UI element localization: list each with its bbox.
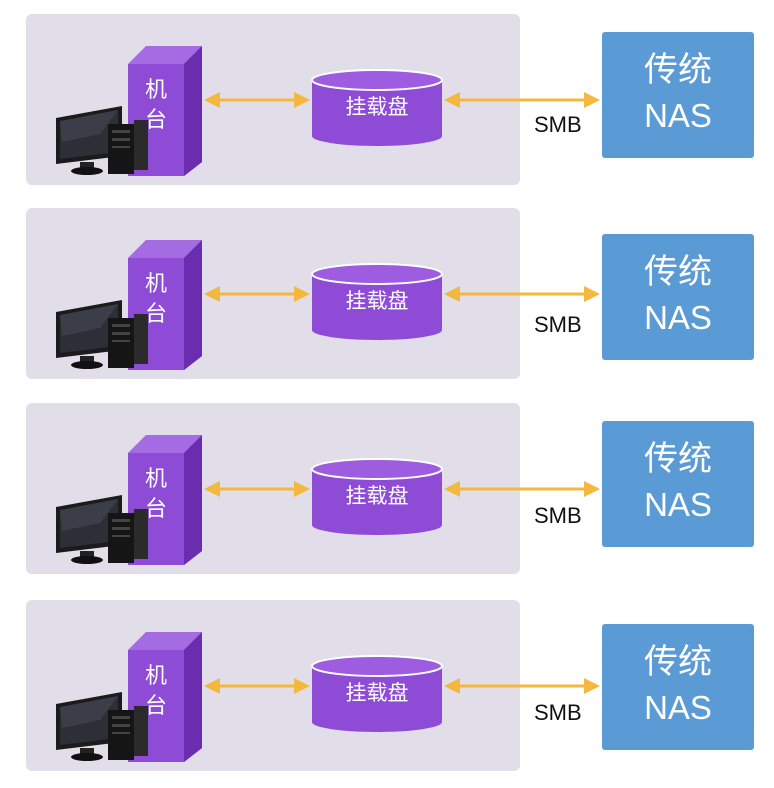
nas-title-line2: NAS bbox=[644, 299, 712, 336]
traditional-nas-box: 传统 NAS bbox=[602, 32, 754, 158]
row-graphics bbox=[56, 46, 600, 176]
bidirectional-arrow-icon bbox=[204, 481, 310, 497]
protocol-label: SMB bbox=[534, 112, 582, 137]
row-graphics bbox=[56, 435, 600, 565]
disk-label: 挂载盘 bbox=[345, 681, 409, 705]
desktop-computer-icon bbox=[56, 106, 148, 175]
disk-label: 挂载盘 bbox=[345, 289, 409, 313]
nas-title-line1: 传统 bbox=[644, 642, 712, 682]
tower-label-text: 机台 bbox=[145, 664, 168, 719]
desktop-computer-icon bbox=[56, 300, 148, 369]
nas-title-line2: NAS bbox=[644, 97, 712, 134]
tower-label: 机台 bbox=[140, 76, 172, 136]
smb-arrow-icon bbox=[444, 678, 600, 694]
protocol-label: SMB bbox=[534, 312, 582, 337]
smb-arrow-icon bbox=[444, 481, 600, 497]
mounted-disk-icon bbox=[311, 69, 443, 146]
tower-label-text: 机台 bbox=[145, 78, 168, 133]
server-tower-icon bbox=[128, 240, 202, 370]
desktop-computer-icon bbox=[56, 495, 148, 564]
protocol-label: SMB bbox=[534, 503, 582, 528]
nas-title-line1: 传统 bbox=[644, 50, 712, 90]
bidirectional-arrow-icon bbox=[204, 286, 310, 302]
smb-arrow-icon bbox=[444, 286, 600, 302]
row-graphics bbox=[56, 632, 600, 762]
bidirectional-arrow-icon bbox=[204, 92, 310, 108]
mounted-disk-icon bbox=[311, 655, 443, 732]
traditional-nas-box: 传统 NAS bbox=[602, 624, 754, 750]
diagram-row: 机台 挂载盘 SMB 传统 NAS bbox=[0, 600, 774, 775]
disk-label: 挂载盘 bbox=[345, 95, 409, 119]
nas-title-line2: NAS bbox=[644, 486, 712, 523]
diagram-row: 机台 挂载盘 SMB 传统 NAS bbox=[0, 403, 774, 578]
diagram-row: 机台 挂载盘 SMB 传统 NAS bbox=[0, 208, 774, 383]
desktop-computer-icon bbox=[56, 692, 148, 761]
tower-label: 机台 bbox=[140, 662, 172, 722]
disk-label: 挂载盘 bbox=[345, 484, 409, 508]
bidirectional-arrow-icon bbox=[204, 678, 310, 694]
tower-label-text: 机台 bbox=[145, 272, 168, 327]
traditional-nas-box: 传统 NAS bbox=[602, 234, 754, 360]
tower-label: 机台 bbox=[140, 465, 172, 525]
traditional-nas-box: 传统 NAS bbox=[602, 421, 754, 547]
nas-title-line2: NAS bbox=[644, 689, 712, 726]
smb-arrow-icon bbox=[444, 92, 600, 108]
tower-label-text: 机台 bbox=[145, 467, 168, 522]
tower-label: 机台 bbox=[140, 270, 172, 330]
row-graphics bbox=[56, 240, 600, 370]
nas-title-line1: 传统 bbox=[644, 252, 712, 292]
protocol-label: SMB bbox=[534, 700, 582, 725]
nas-title-line1: 传统 bbox=[644, 439, 712, 479]
mounted-disk-icon bbox=[311, 263, 443, 340]
diagram-row: 机台 挂载盘 SMB 传统 NAS bbox=[0, 14, 774, 189]
mounted-disk-icon bbox=[311, 458, 443, 535]
